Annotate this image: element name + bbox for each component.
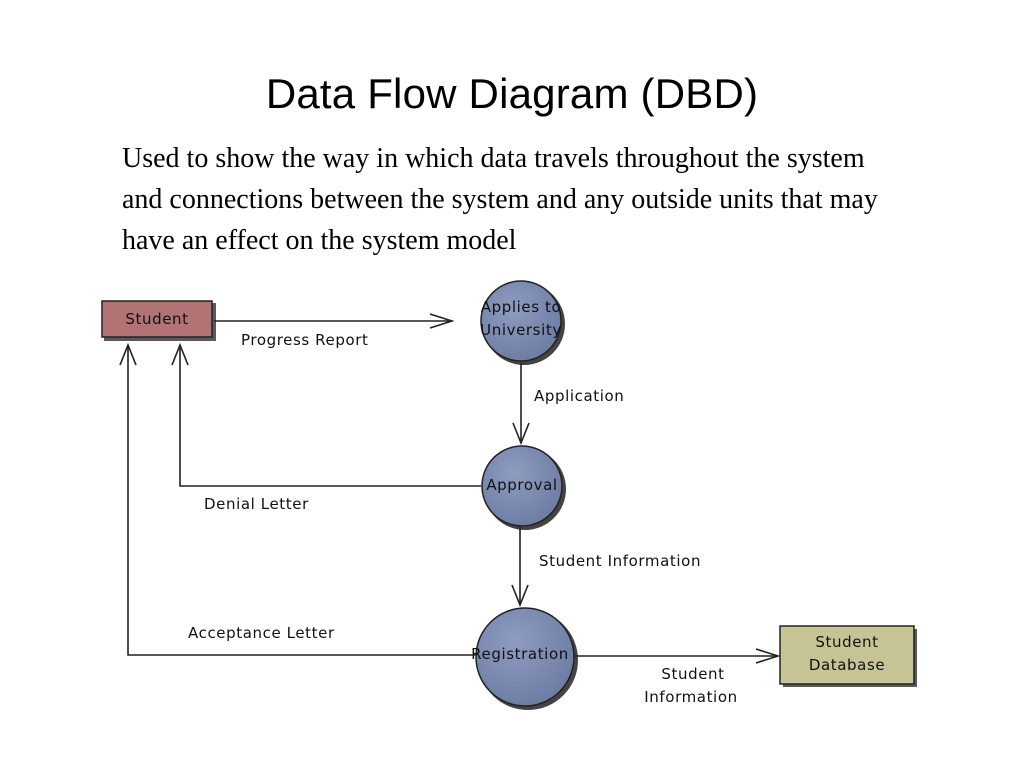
student-database-entity: Student Database xyxy=(779,625,917,687)
flow-acceptance-letter: Acceptance Letter xyxy=(119,342,476,656)
flow-db-student-information-label-line2: Information xyxy=(644,688,737,706)
student-entity: Student xyxy=(101,300,216,341)
flow-application-label: Application xyxy=(534,387,624,405)
process-applies-label-line2: University xyxy=(480,321,562,339)
student-entity-label: Student xyxy=(125,310,188,328)
flow-application: Application xyxy=(512,363,624,446)
process-registration: Registration xyxy=(471,607,578,710)
slide-title: Data Flow Diagram (DBD) xyxy=(265,70,759,117)
process-applies-to-university: Applies to University xyxy=(480,280,565,365)
slide-description: Used to show the way in which data trave… xyxy=(122,143,878,256)
student-database-label-line1: Student xyxy=(815,633,878,651)
flow-progress-report: Progress Report xyxy=(214,313,455,349)
process-approval-label: Approval xyxy=(486,476,557,494)
flow-denial-letter: Denial Letter xyxy=(171,342,481,513)
flow-acceptance-letter-label: Acceptance Letter xyxy=(188,624,335,642)
student-database-label-line2: Database xyxy=(809,656,885,674)
flow-student-information-label: Student Information xyxy=(539,552,701,570)
process-applies-label-line1: Applies to xyxy=(481,298,562,316)
flow-progress-report-label: Progress Report xyxy=(241,331,369,349)
flow-student-information: Student Information xyxy=(511,527,701,608)
flow-db-student-information: Student Information xyxy=(574,648,781,706)
flow-denial-letter-label: Denial Letter xyxy=(204,495,309,513)
process-approval: Approval xyxy=(481,445,566,530)
flow-db-student-information-label-line1: Student xyxy=(661,665,724,683)
process-registration-label: Registration xyxy=(471,645,569,663)
